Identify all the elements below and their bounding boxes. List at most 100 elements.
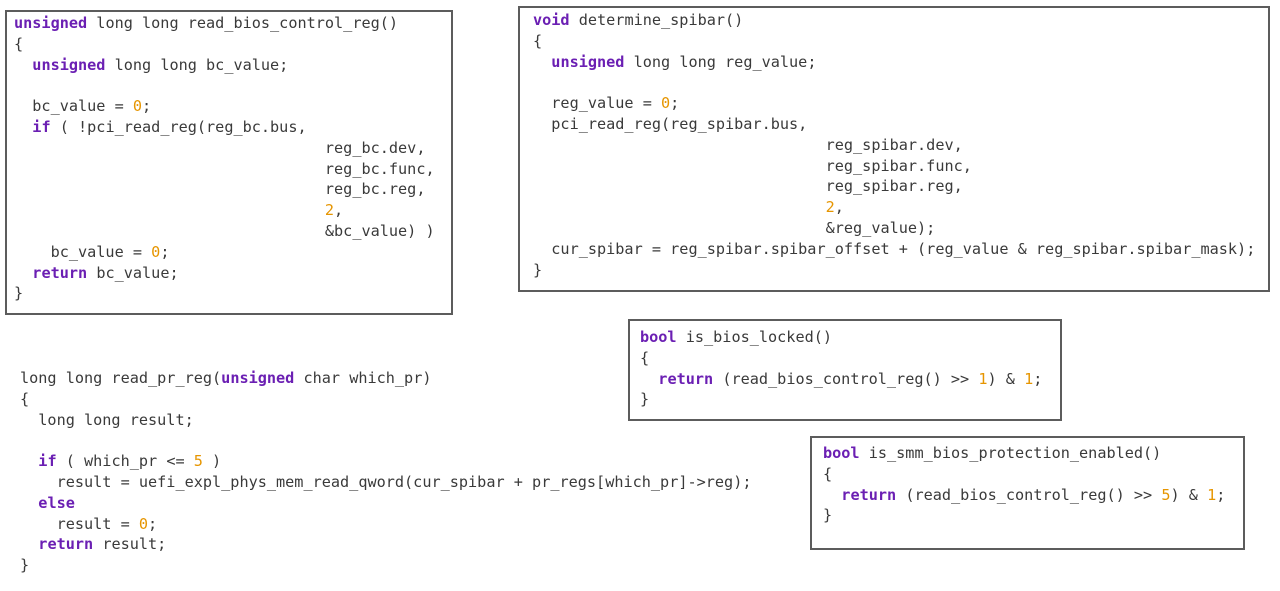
code-text [14,201,325,219]
code-text: pci_read_reg(reg_spibar.bus, [533,114,808,133]
code-keyword: if [32,117,51,136]
code-text: { [640,348,650,367]
code-number: 1 [978,369,988,388]
code-text [533,53,551,71]
code-line: bool is_smm_bios_protection_enabled() [823,443,1225,464]
code-line: long long read_pr_reg(unsigned char whic… [20,368,752,389]
code-box-is-smm-bios-protection-enabled [810,436,1245,550]
code-line: } [20,555,752,576]
code-block-determine-spibar: void determine_spibar(){ unsigned long l… [533,10,1255,280]
code-line: &bc_value) ) [14,221,435,242]
code-text: reg_spibar.reg, [533,177,963,196]
code-line: reg_spibar.func, [533,156,1255,177]
code-line: { [640,348,1042,369]
code-text: long long read_pr_reg( [20,369,222,387]
code-text [14,264,32,282]
code-line: return result; [20,534,752,555]
code-text: ) & [987,369,1025,388]
code-text: bc_value = [14,242,152,261]
code-keyword: unsigned [14,14,88,32]
code-text: } [20,556,30,575]
code-line: return (read_bios_control_reg() >> 5) & … [823,485,1225,506]
code-line: reg_bc.func, [14,159,435,180]
code-number: 0 [151,242,161,261]
code-text: ) & [1170,485,1208,504]
code-line: reg_value = 0; [533,93,1255,114]
code-keyword: return [38,535,94,554]
code-line: void determine_spibar() [533,10,1255,31]
code-line: pci_read_reg(reg_spibar.bus, [533,114,1255,135]
code-line: } [533,260,1255,281]
code-keyword: return [32,263,88,282]
code-keyword: if [38,452,57,471]
code-text: ( !pci_read_reg(reg_bc.bus, [50,117,307,136]
code-line: return (read_bios_control_reg() >> 1) & … [640,369,1042,390]
code-line: reg_bc.reg, [14,179,435,200]
code-line: } [14,283,435,304]
code-line [14,75,435,96]
code-text: { [20,389,30,408]
code-keyword: unsigned [221,369,295,387]
code-text: is_bios_locked() [676,328,833,346]
code-number: 5 [1161,485,1171,504]
code-text: cur_spibar = reg_spibar.spibar_offset + … [533,239,1256,258]
code-text [14,56,32,74]
code-block-read-pr-reg: long long read_pr_reg(unsigned char whic… [20,368,752,576]
code-text: reg_value = [533,94,662,113]
code-text: ) [202,452,222,471]
code-text: , [834,198,844,217]
code-text: long long bc_value; [105,55,289,74]
code-line: { [14,34,435,55]
code-text: (read_bios_control_reg() >> [896,485,1162,504]
code-block-is-bios-locked: bool is_bios_locked(){ return (read_bios… [640,327,1042,410]
code-text: reg_bc.reg, [14,180,426,199]
code-text: bc_value; [87,263,179,282]
code-text: long long reg_value; [624,52,817,71]
code-number: 0 [132,97,143,116]
code-text: reg_bc.dev, [14,138,426,157]
code-number: 5 [193,452,203,471]
code-box-read-bios-control-reg [5,10,453,315]
code-text: reg_bc.func, [14,159,435,178]
code-text: } [533,260,543,279]
code-number: 0 [138,514,149,533]
code-text [20,494,38,512]
code-text [823,486,841,504]
code-number: 1 [1207,485,1217,504]
code-line: &reg_value); [533,218,1255,239]
code-line: return bc_value; [14,263,435,284]
code-box-determine-spibar [518,6,1270,292]
code-line: } [640,389,1042,410]
code-text: { [823,464,833,483]
code-text [14,118,32,136]
code-box-is-bios-locked [628,319,1062,421]
code-text [20,535,38,553]
code-line: reg_spibar.reg, [533,176,1255,197]
code-text: long long result; [20,410,194,429]
code-line: unsigned long long reg_value; [533,52,1255,73]
code-text: { [533,31,543,50]
code-line: if ( !pci_read_reg(reg_bc.bus, [14,117,435,138]
code-line: result = uefi_expl_phys_mem_read_qword(c… [20,472,752,493]
code-line: if ( which_pr <= 5 ) [20,451,752,472]
code-line: cur_spibar = reg_spibar.spibar_offset + … [533,239,1255,260]
code-line: result = 0; [20,514,752,535]
code-text: ; [1216,485,1226,504]
code-text [533,198,826,216]
code-line: else [20,493,752,514]
code-text: } [823,506,833,525]
code-line: { [20,389,752,410]
code-number: 2 [324,201,335,220]
code-line: 2, [533,197,1255,218]
code-text: result = [20,514,139,533]
code-text: reg_spibar.dev, [533,135,963,154]
code-block-is-smm-bios-protection-enabled: bool is_smm_bios_protection_enabled(){ r… [823,443,1225,526]
code-text: ; [148,514,158,533]
code-keyword: bool [823,444,860,462]
code-text: } [640,390,650,409]
code-line: unsigned long long read_bios_control_reg… [14,13,435,34]
code-number: 0 [661,94,671,113]
code-text: char which_pr) [294,369,432,387]
code-keyword: void [533,11,570,29]
code-line: { [823,464,1225,485]
